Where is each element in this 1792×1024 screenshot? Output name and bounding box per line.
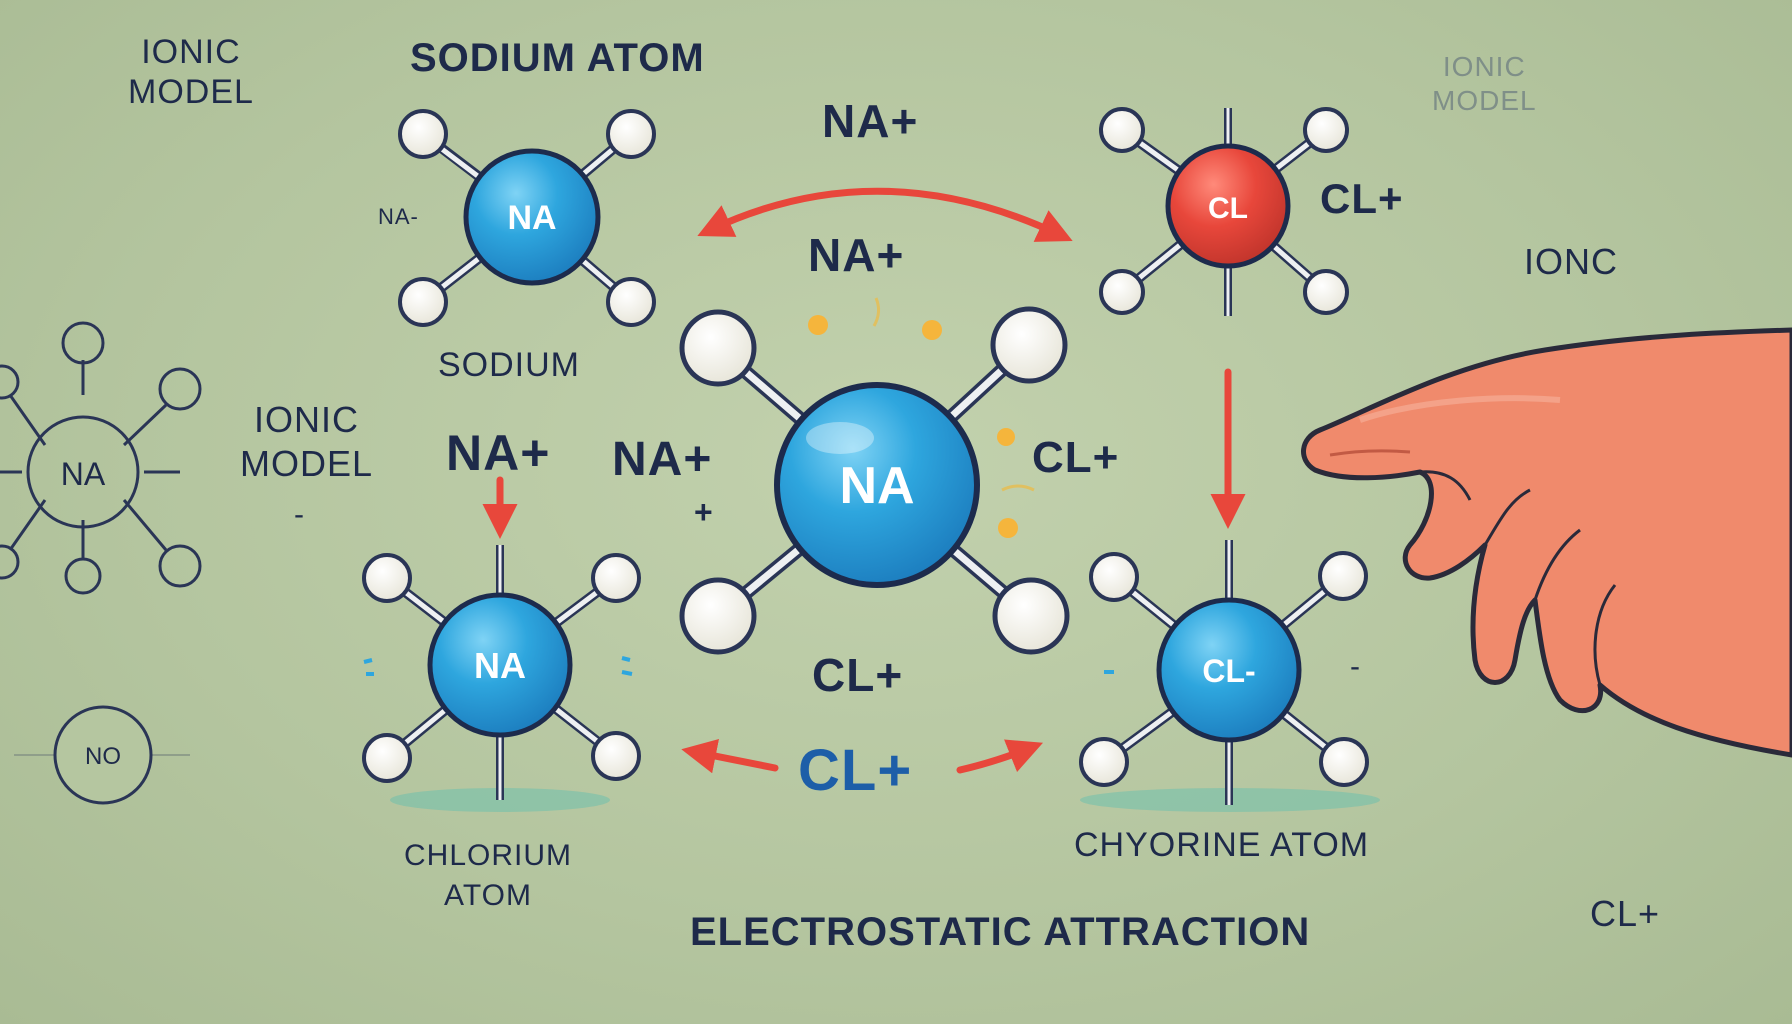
chlorium-line1: CHLORIUM xyxy=(404,839,573,872)
ionic-model-tr-line1: IONIC xyxy=(1442,51,1526,82)
chlorium-atom-label: CHLORIUM ATOM xyxy=(404,836,572,916)
cl-plus-right-center-label: CL+ xyxy=(1032,433,1120,482)
sodium-atom-title: SODIUM ATOM xyxy=(410,36,705,80)
ionic-model-tr-line2: MODEL xyxy=(1432,85,1537,116)
atom-na-outline-label: NA xyxy=(61,456,106,492)
na-plus-mid-label: NA+ xyxy=(808,229,905,281)
right-arrow-bottom xyxy=(956,739,1043,774)
atom-cl-bottom-label: CL- xyxy=(1202,653,1255,689)
cl-plus-bottom-label: CL+ xyxy=(812,649,904,701)
sodium-label: SODIUM xyxy=(438,346,580,384)
dash-left-label: - xyxy=(294,498,305,531)
curved-arrow-top xyxy=(697,187,1073,242)
atom-na-center-label: NA xyxy=(839,457,914,515)
na-minus-small-label: NA- xyxy=(378,204,419,229)
na-molecule-center: NA xyxy=(679,297,1070,655)
plus-small-label: + xyxy=(694,494,714,530)
ionic-model-left-line1: IONIC xyxy=(254,399,360,440)
chyorine-atom-label: CHYORINE ATOM xyxy=(1074,826,1370,864)
cl-molecule-top: CL xyxy=(1099,107,1349,316)
cl-plus-blue-label: CL+ xyxy=(798,738,913,803)
no-circle: NO xyxy=(14,705,190,805)
cl-molecule-bottom: CL- xyxy=(1079,540,1380,812)
atom-cl-top-label: CL xyxy=(1208,192,1248,225)
cl-plus-bottom-right-label: CL+ xyxy=(1590,893,1661,934)
cl-plus-topright-label: CL+ xyxy=(1320,175,1404,222)
ionic-model-label-top-left: IONIC MODEL xyxy=(128,32,254,112)
left-arrow-bottom xyxy=(681,738,779,774)
ionic-model-tl-line1: IONIC xyxy=(141,33,241,71)
dash-right-label: - xyxy=(1350,650,1361,683)
ionc-label: IONC xyxy=(1524,241,1618,282)
na-plus-left-label: NA+ xyxy=(446,425,551,481)
na-outline-molecule: NA xyxy=(0,321,202,595)
na-plus-left2-label: NA+ xyxy=(612,433,713,486)
na-plus-top-label: NA+ xyxy=(822,95,919,147)
na-molecule-top: NA xyxy=(398,109,656,327)
ionic-model-left-line2: MODEL xyxy=(240,443,374,484)
atom-no-label: NO xyxy=(85,743,121,770)
ionic-model-label-left: IONIC MODEL xyxy=(240,398,373,486)
hand-illustration xyxy=(1301,327,1792,758)
ionic-model-label-top-right: IONIC MODEL xyxy=(1432,50,1537,118)
atom-na-bottom-label: NA xyxy=(474,645,526,686)
atom-na-top-label: NA xyxy=(507,199,556,237)
na-molecule-bottom: NA xyxy=(362,545,641,812)
electrostatic-attraction-label: ELECTROSTATIC ATTRACTION xyxy=(690,910,1311,954)
chlorium-line2: ATOM xyxy=(444,879,532,912)
ionic-model-tl-line2: MODEL xyxy=(128,73,254,111)
arrows xyxy=(482,187,1246,774)
